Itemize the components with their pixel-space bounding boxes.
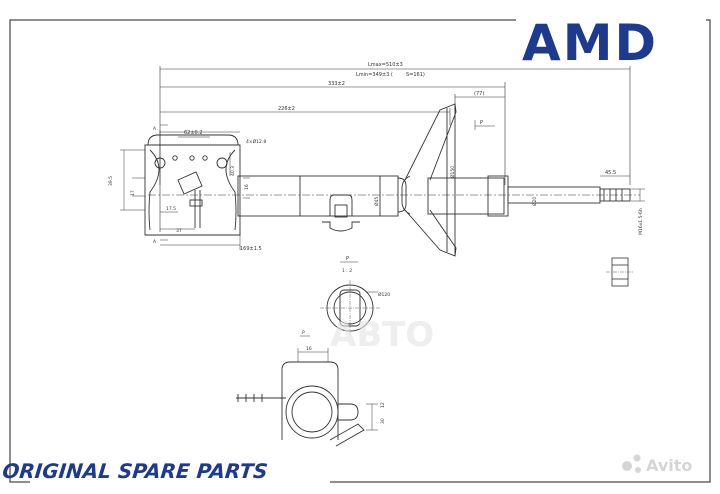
avito-dot-icon — [633, 454, 641, 462]
section-a-bottom: A — [153, 239, 157, 245]
dim-120: Ø120 — [378, 291, 390, 298]
drawing-frame — [9, 19, 711, 483]
dim-77: (77) — [474, 91, 484, 97]
bracket-dimension-lines — [120, 124, 250, 250]
dim-226: 226±2 — [278, 106, 295, 112]
dim-62: 62±0.2 — [184, 130, 203, 136]
nut-part — [606, 257, 634, 287]
dim-37: 37 — [176, 228, 182, 234]
view-p-arrow-label: P — [480, 120, 483, 126]
dim-150: Ø150 — [449, 166, 456, 178]
dim-16: 16 — [244, 184, 250, 190]
avito-dot-icon — [635, 467, 641, 473]
avito-name: Avito — [646, 456, 692, 475]
dim-12: 12 — [380, 402, 386, 408]
dim-45: Ø45 — [373, 197, 380, 206]
dim-169: 169±1.5 — [240, 246, 262, 252]
right-dimension-lines — [474, 120, 645, 202]
brand-name: AMD — [522, 14, 658, 72]
shock-absorber-body — [144, 103, 640, 257]
dim-17-5: 17.5 — [166, 206, 176, 212]
avto-watermark-text: АВТО — [330, 315, 434, 355]
dim-lmax: Lmax=510±3 — [368, 62, 403, 68]
avito-watermark: Avito — [622, 454, 692, 475]
amd-logo: AMD — [516, 8, 706, 72]
dim-39-5: 39.5 — [108, 176, 114, 186]
dim-lmin: Lmin=349±3 ( — [356, 72, 393, 78]
top-dimension-lines — [159, 66, 631, 232]
dim-16-section: 16 — [306, 346, 312, 352]
dim-17: 17 — [130, 190, 136, 196]
dim-stroke: S=161) — [406, 72, 425, 78]
dim-thread: M16x1.5-6h — [638, 208, 644, 235]
dim-20: Ø20 — [531, 197, 538, 206]
view-p-detail — [320, 280, 380, 336]
footer-backdrop — [30, 455, 330, 485]
view-scale: 1 : 2 — [342, 268, 352, 274]
avito-dot-icon — [622, 461, 632, 471]
dim-45-5: 45.5 — [605, 170, 616, 176]
view-p-label: P — [346, 256, 349, 262]
dim-30: 30 — [380, 418, 386, 424]
dim-4x12: 4×Ø12.8 — [246, 138, 266, 145]
footer-slogan: ORIGINAL SPARE PARTS — [1, 459, 269, 483]
dim-333: 333±2 — [328, 81, 345, 87]
section-a-top: A — [153, 126, 157, 132]
section-p-label: P — [302, 330, 305, 336]
dim-40-3: 40.3 — [230, 166, 236, 176]
section-a-detail — [236, 335, 378, 447]
